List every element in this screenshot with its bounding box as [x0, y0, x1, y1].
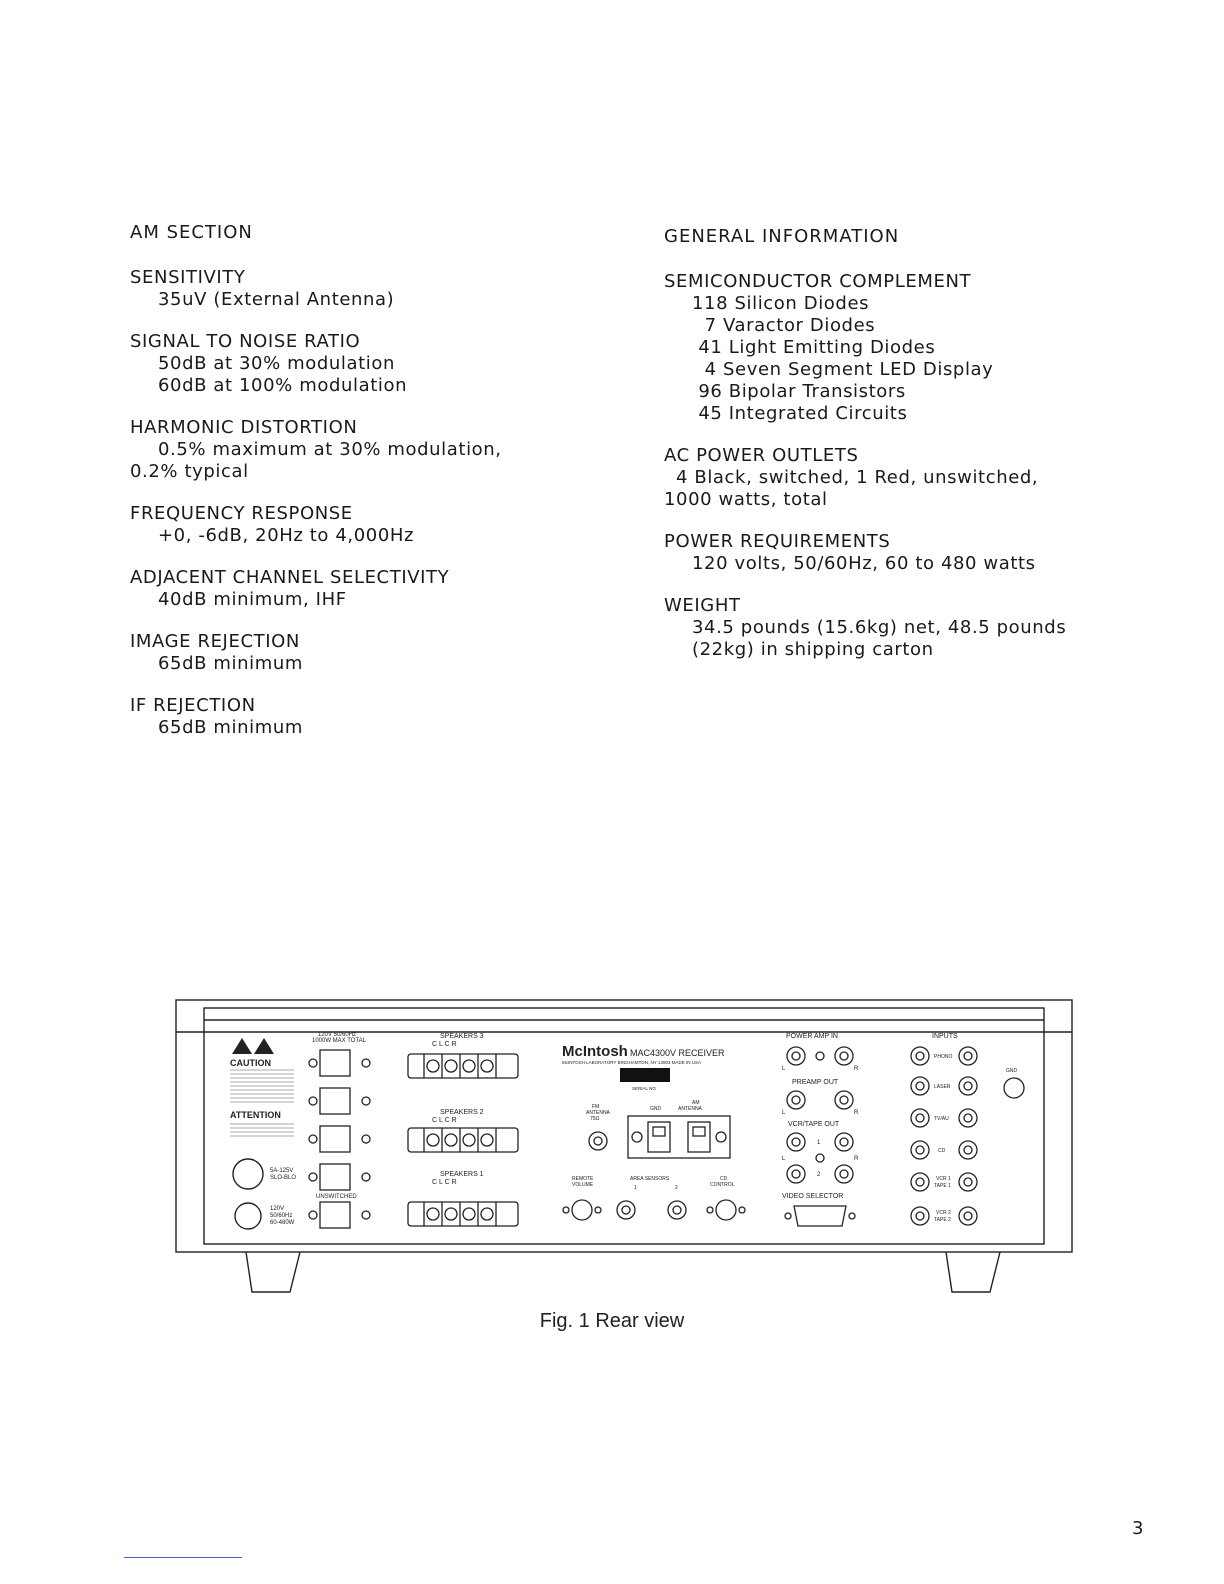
spec-frequency-response: FREQUENCY RESPONSE +0, -6dB, 20Hz to 4,0… — [130, 503, 415, 546]
brand-logo: McIntosh — [562, 1043, 628, 1060]
fuse-holder-icon — [232, 1158, 264, 1190]
svg-text:VCR 1: VCR 1 — [936, 1176, 951, 1182]
footer-rule — [124, 1557, 242, 1558]
general-information: GENERAL INFORMATION SEMICONDUCTOR COMPLE… — [664, 226, 1164, 681]
video-selector-connector — [784, 1205, 856, 1227]
svg-text:POWER AMP IN: POWER AMP IN — [786, 1033, 838, 1040]
svg-text:5A-125V: 5A-125V — [270, 1168, 293, 1174]
svg-text:VCR 2: VCR 2 — [936, 1210, 951, 1216]
svg-text:SPEAKERS 1: SPEAKERS 1 — [440, 1171, 484, 1178]
serial-plate — [620, 1068, 670, 1082]
am-antenna-terminal — [627, 1115, 731, 1159]
svg-text:FM: FM — [592, 1104, 599, 1110]
attention-label: ATTENTION — [230, 1110, 281, 1120]
svg-text:SPEAKERS 3: SPEAKERS 3 — [440, 1033, 484, 1040]
svg-text:GND: GND — [1006, 1068, 1018, 1074]
svg-text:2: 2 — [675, 1185, 678, 1191]
speakers-2-terminals — [407, 1127, 519, 1153]
spec-power-requirements: POWER REQUIREMENTS 120 volts, 50/60Hz, 6… — [664, 531, 1036, 574]
svg-text:CONTROL: CONTROL — [710, 1182, 735, 1188]
input-gnd-terminal — [1003, 1077, 1025, 1099]
svg-text:50/60Hz: 50/60Hz — [270, 1213, 292, 1219]
svg-text:120V: 120V — [270, 1206, 284, 1212]
spec-weight: WEIGHT 34.5 pounds (15.6kg) net, 48.5 po… — [664, 595, 1067, 660]
spec-signal-to-noise: SIGNAL TO NOISE RATIO 50dB at 30% modula… — [130, 331, 408, 396]
figure-caption: Fig. 1 Rear view — [539, 1310, 685, 1332]
svg-text:ANTENNA: ANTENNA — [678, 1106, 703, 1112]
preamp-out-jacks — [786, 1090, 854, 1110]
speakers-1-terminals — [407, 1201, 519, 1227]
svg-text:LASER: LASER — [934, 1084, 951, 1090]
svg-text:REMOTE: REMOTE — [572, 1176, 594, 1182]
svg-text:GND: GND — [650, 1106, 662, 1112]
svg-text:2: 2 — [817, 1172, 821, 1178]
input-jacks — [910, 1046, 1025, 1226]
svg-text:AM: AM — [692, 1100, 700, 1106]
spec-adjacent-channel: ADJACENT CHANNEL SELECTIVITY 40dB minimu… — [130, 567, 450, 610]
svg-text:McINTOSH LABORATORY BINGHAMTON: McINTOSH LABORATORY BINGHAMTON, NY 13903… — [562, 1060, 701, 1065]
spec-ac-outlets: AC POWER OUTLETS 4 Black, switched, 1 Re… — [664, 445, 1039, 510]
warning-icon — [232, 1038, 274, 1054]
svg-text:C L C R: C L C R — [432, 1179, 457, 1186]
ac-outlets — [308, 1049, 371, 1229]
svg-text:INPUTS: INPUTS — [932, 1033, 958, 1040]
svg-text:SPEAKERS 2: SPEAKERS 2 — [440, 1109, 484, 1116]
svg-text:TAPE 2: TAPE 2 — [934, 1217, 951, 1223]
svg-text:VOLUME: VOLUME — [572, 1182, 594, 1188]
svg-text:SERIAL NO: SERIAL NO — [632, 1086, 656, 1091]
fm-antenna-connector — [588, 1131, 608, 1151]
spec-image-rejection: IMAGE REJECTION 65dB minimum — [130, 631, 304, 674]
svg-text:ANTENNA: ANTENNA — [586, 1110, 611, 1116]
svg-text:TAPE 1: TAPE 1 — [934, 1183, 951, 1189]
spec-if-rejection: IF REJECTION 65dB minimum — [130, 695, 304, 738]
spec-harmonic-distortion: HARMONIC DISTORTION 0.5% maximum at 30% … — [130, 417, 502, 482]
svg-text:AREA SENSORS: AREA SENSORS — [630, 1176, 670, 1182]
am-section: AM SECTION SENSITIVITY 35uV (External An… — [130, 222, 600, 759]
general-info-title: GENERAL INFORMATION — [664, 226, 900, 247]
svg-text:UNSWITCHED: UNSWITCHED — [316, 1194, 357, 1200]
svg-text:1: 1 — [817, 1140, 821, 1146]
svg-text:TV/AU: TV/AU — [934, 1116, 949, 1122]
power-amp-in-jacks — [786, 1046, 854, 1066]
svg-text:R: R — [854, 1156, 859, 1162]
page-number: 3 — [1132, 1518, 1144, 1539]
svg-text:75Ω: 75Ω — [590, 1116, 600, 1122]
model-label: MAC4300V RECEIVER — [630, 1048, 725, 1058]
svg-text:L: L — [782, 1110, 786, 1116]
rear-view-figure: CAUTION ATTENTION 5A-125V SLO-BLO 120V 5… — [175, 999, 1073, 1293]
spec-semiconductor: SEMICONDUCTOR COMPLEMENT 118 Silicon Dio… — [664, 271, 994, 424]
power-cord-icon — [234, 1202, 262, 1230]
svg-text:L: L — [782, 1156, 786, 1162]
svg-text:VIDEO SELECTOR: VIDEO SELECTOR — [782, 1193, 843, 1200]
svg-text:PHONO: PHONO — [934, 1054, 952, 1060]
svg-text:CD: CD — [938, 1148, 946, 1154]
svg-text:SLO-BLO: SLO-BLO — [270, 1175, 296, 1181]
svg-text:L: L — [782, 1066, 786, 1072]
am-section-title: AM SECTION — [130, 222, 253, 243]
spec-sensitivity: SENSITIVITY 35uV (External Antenna) — [130, 267, 395, 310]
vcr-tape-out-jacks — [786, 1132, 854, 1184]
speakers-3-terminals — [407, 1053, 519, 1079]
svg-text:VCR/TAPE OUT: VCR/TAPE OUT — [788, 1121, 840, 1128]
svg-text:1: 1 — [634, 1185, 637, 1191]
svg-text:C L C R: C L C R — [432, 1041, 457, 1048]
svg-text:PREAMP OUT: PREAMP OUT — [792, 1079, 839, 1086]
svg-text:R: R — [854, 1110, 859, 1116]
svg-text:60-480W: 60-480W — [270, 1220, 295, 1226]
svg-text:1000W MAX TOTAL: 1000W MAX TOTAL — [312, 1038, 367, 1044]
remote-connectors — [562, 1199, 746, 1221]
svg-text:120V 50/60Hz: 120V 50/60Hz — [318, 1032, 356, 1038]
caution-label: CAUTION — [230, 1058, 271, 1068]
svg-text:R: R — [854, 1066, 859, 1072]
svg-text:C L C R: C L C R — [432, 1117, 457, 1124]
svg-text:CD: CD — [720, 1176, 728, 1182]
